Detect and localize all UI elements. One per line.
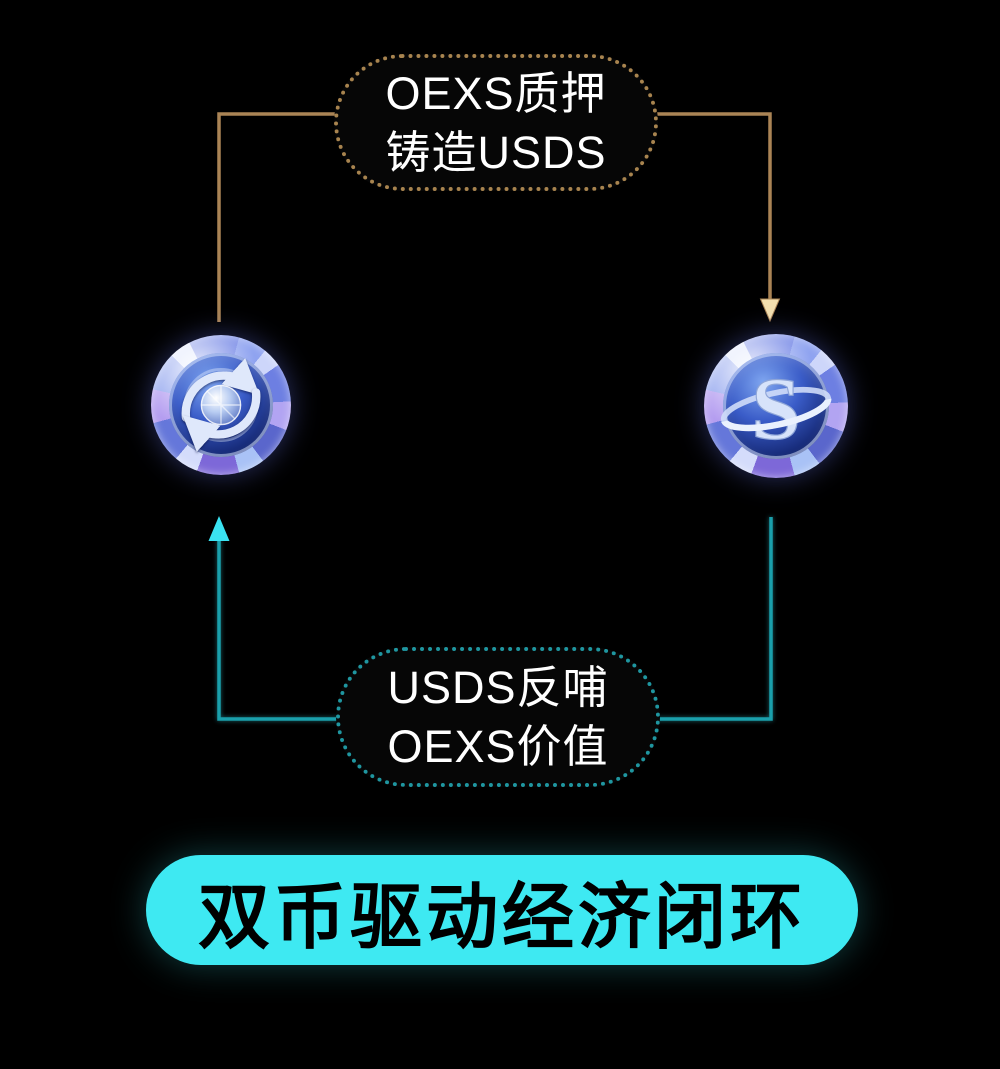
s-orbit-icon: S (720, 359, 832, 459)
top-pill-line2: 铸造USDS (385, 126, 607, 178)
bottom-pill-line1: USDS反哺 (387, 662, 609, 713)
oexs-cycle-coin-icon (151, 335, 291, 475)
bottom-flow-pill: USDS反哺 OEXS价值 (336, 647, 660, 787)
up-arrowhead-icon (208, 516, 230, 541)
usds-coin-letter: S (751, 359, 801, 458)
usds-s-coin-icon: S (704, 334, 848, 478)
cycle-arrows-icon (181, 358, 261, 452)
banner-pill: 双币驱动经济闭环 (146, 855, 858, 965)
banner-label: 双币驱动经济闭环 (197, 877, 806, 958)
top-pill-line1: OEXS质押 (385, 67, 607, 119)
top-flow-pill: OEXS质押 铸造USDS (334, 54, 658, 191)
bottom-pill-line2: OEXS价值 (387, 721, 609, 772)
down-arrowhead-icon (759, 298, 781, 323)
